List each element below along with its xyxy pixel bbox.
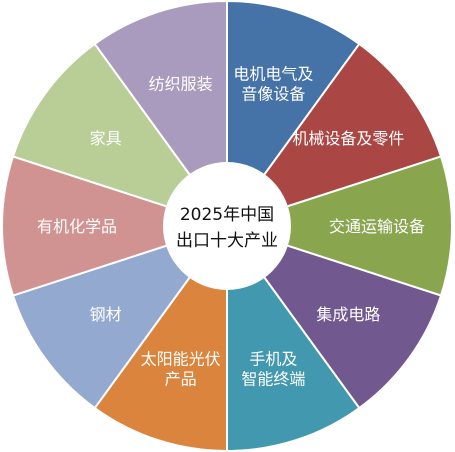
segment-5-label-line-1: 手机及 [249,350,297,369]
center-hub [163,162,291,290]
segment-8 [0,155,231,297]
segment-10 [93,0,228,230]
segment-6 [93,222,228,452]
segment-2 [224,42,443,228]
segment-2-label-line-1: 机械设备及零件 [292,129,404,148]
segment-4 [224,224,443,410]
segment-4-label-line-1: 集成电路 [316,305,380,324]
center-title-line2: 出口十大产业 [176,231,278,251]
segment-3 [223,155,454,297]
center-title-line1: 2025年中国 [180,205,274,225]
segment-10-label-line-1: 纺织服装 [149,74,213,93]
segment-9 [11,42,230,228]
segment-7 [11,224,230,410]
segment-9-label-line-1: 家具 [90,129,122,148]
segment-1-label-line-1: 电机电气及 [233,64,313,83]
segment-1 [226,0,361,230]
segment-5-label-line-2: 智能终端 [241,370,305,389]
segment-7-label-line-1: 钢材 [90,305,122,324]
segment-1-label-line-2: 音像设备 [241,84,305,103]
segment-5 [226,222,361,452]
segment-3-label-line-1: 交通运输设备 [329,217,425,236]
segment-8-label-line-1: 有机化学品 [37,217,117,236]
segment-6-label-line-2: 产品 [165,370,197,389]
segment-6-label-line-1: 太阳能光伏 [141,350,221,369]
